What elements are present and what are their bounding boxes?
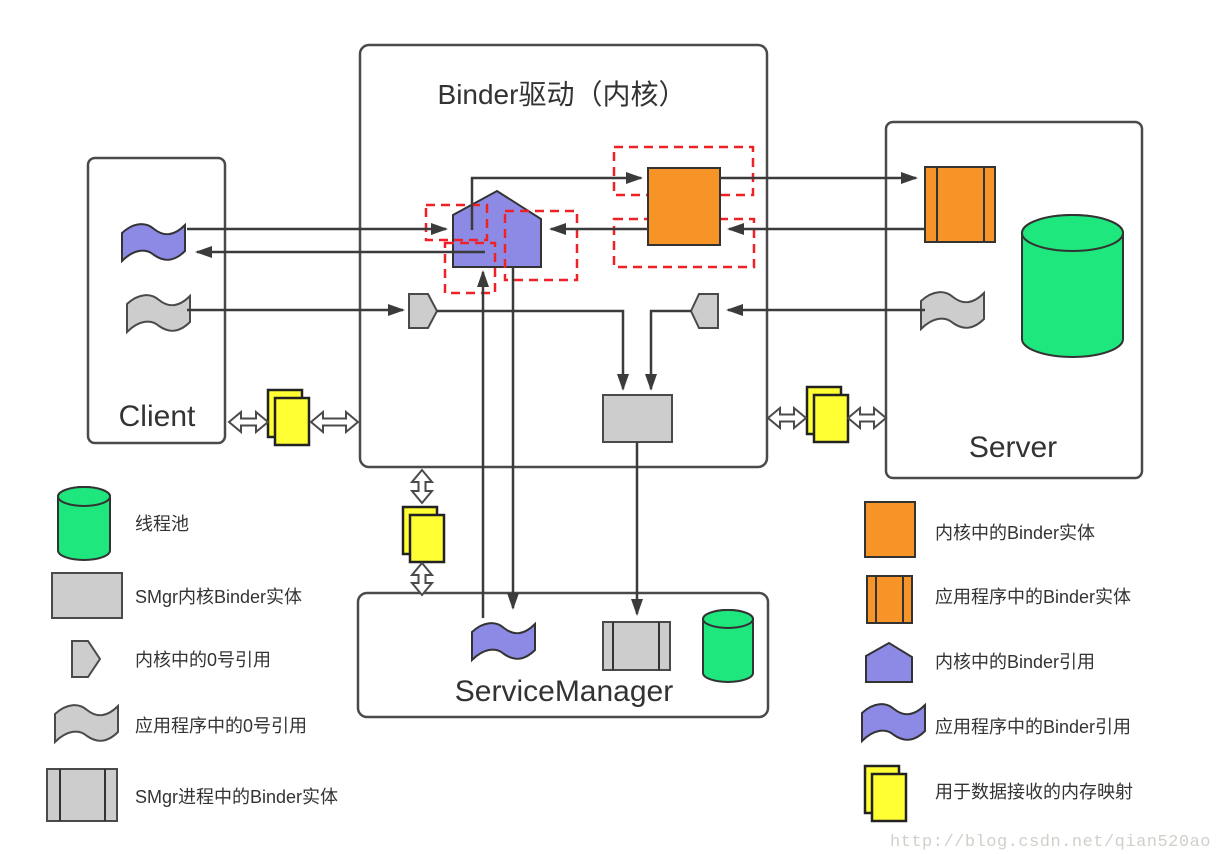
client-memory-map-papers: [266, 388, 311, 447]
red-dashed-highlight-reference-bottom: [443, 241, 497, 295]
legend-left-label-1: SMgr内核Binder实体: [135, 587, 302, 607]
red-dashed-highlight-reference-right: [503, 209, 579, 282]
legend-left-label-3: 应用程序中的0号引用: [135, 716, 307, 736]
memory-map-arrow-client-right: [309, 409, 360, 435]
red-dashed-highlight-reference-left: [424, 203, 489, 242]
server-thread-pool-cylinder: [1021, 214, 1124, 358]
service-manager-box-label: ServiceManager: [455, 675, 673, 708]
server-box-label: Server: [969, 431, 1057, 464]
kernel-zero-reference-right-node: [689, 293, 719, 329]
kernel-binder-entity-node: [647, 167, 721, 246]
smgr-kernel-binder-entity-icon: [51, 572, 123, 619]
app-binder-entity-icon: [866, 575, 913, 624]
kernel-zero-reference-left-node: [408, 293, 439, 329]
server-zero-reference-wave: [920, 290, 985, 332]
legend-left-label-2: 内核中的0号引用: [135, 650, 271, 670]
legend-left: 线程池 SMgr内核Binder实体 内核中的0号引用 应用程序中的0号引用 S…: [46, 486, 338, 822]
server-memory-map-papers: [805, 385, 850, 444]
thread-pool-cylinder-icon: [57, 486, 111, 561]
client-zero-reference-wave: [126, 293, 191, 335]
memory-map-icon: [863, 764, 908, 823]
smgr-binder-reference-wave: [471, 621, 536, 663]
kernel-binder-reference-icon: [865, 641, 913, 683]
binder-driver-kernel-box: [358, 43, 769, 469]
legend-right-label-0: 内核中的Binder实体: [935, 523, 1095, 543]
app-binder-reference-icon: [861, 702, 926, 744]
smgr-kernel-binder-entity-node: [602, 394, 673, 443]
legend-right-label-2: 内核中的Binder引用: [935, 652, 1095, 672]
smgr-memory-map-papers: [401, 505, 446, 564]
memory-map-arrow-server-left: [766, 405, 808, 431]
red-dashed-highlight-entity-bottom: [612, 217, 756, 269]
app-zero-reference-icon: [54, 703, 119, 745]
kernel-binder-reference-node: [452, 189, 542, 268]
arrow-kernel-reference-to-kernel-entity: [470, 172, 643, 230]
memory-map-arrow-smgr-top: [409, 468, 435, 505]
legend-right-label-4: 用于数据接收的内存映射: [935, 782, 1133, 802]
smgr-process-binder-entity-icon: [46, 768, 118, 822]
memory-map-arrow-smgr-bottom: [409, 561, 435, 597]
kernel-binder-entity-icon: [864, 501, 916, 558]
smgr-thread-pool-cylinder: [702, 609, 754, 683]
legend-right-label-1: 应用程序中的Binder实体: [935, 587, 1131, 607]
legend-right-label-3: 应用程序中的Binder引用: [935, 717, 1131, 737]
server-app-binder-entity-node: [924, 166, 996, 243]
memory-map-arrow-client-left: [227, 409, 270, 435]
legend-right: 内核中的Binder实体 应用程序中的Binder实体 内核中的Binder引用…: [861, 501, 1133, 823]
arrow-right-zero-reference-to-smgr-entity: [645, 309, 691, 391]
watermark-text: http://blog.csdn.net/qian520ao: [890, 833, 1211, 852]
memory-map-arrow-server-right: [846, 405, 888, 431]
kernel-box-title: Binder驱动（内核）: [438, 79, 687, 110]
arrow-left-zero-reference-to-smgr-entity: [437, 309, 629, 391]
legend-left-label-0: 线程池: [135, 514, 189, 534]
client-binder-reference-wave: [121, 222, 186, 264]
kernel-zero-reference-icon: [71, 640, 102, 678]
client-box-label: Client: [119, 400, 196, 433]
smgr-process-binder-entity-node: [602, 621, 671, 671]
legend-left-label-4: SMgr进程中的Binder实体: [135, 787, 338, 807]
